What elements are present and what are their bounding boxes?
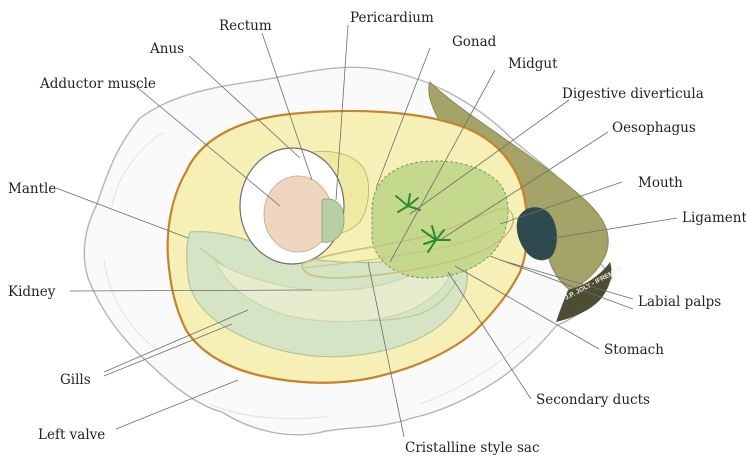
label-rectum: Rectum <box>219 18 272 34</box>
label-secondary-ducts: Secondary ducts <box>536 392 650 408</box>
label-gills: Gills <box>60 372 91 388</box>
label-pericardium: Pericardium <box>350 10 434 26</box>
label-kidney: Kidney <box>8 284 56 300</box>
label-cristalline-style-sac: Cristalline style sac <box>405 440 540 456</box>
label-oesophagus: Oesophagus <box>612 120 696 136</box>
label-labial-palps: Labial palps <box>638 294 721 310</box>
label-mantle: Mantle <box>8 181 56 197</box>
label-mouth: Mouth <box>638 175 683 191</box>
label-midgut: Midgut <box>508 56 558 72</box>
label-adductor-muscle: Adductor muscle <box>39 76 156 92</box>
label-digestive-diverticula: Digestive diverticula <box>562 86 704 102</box>
label-anus: Anus <box>149 41 184 57</box>
label-left-valve: Left valve <box>38 427 105 443</box>
label-stomach: Stomach <box>604 342 664 358</box>
label-ligament: Ligament <box>682 210 746 226</box>
label-gonad: Gonad <box>452 34 497 50</box>
